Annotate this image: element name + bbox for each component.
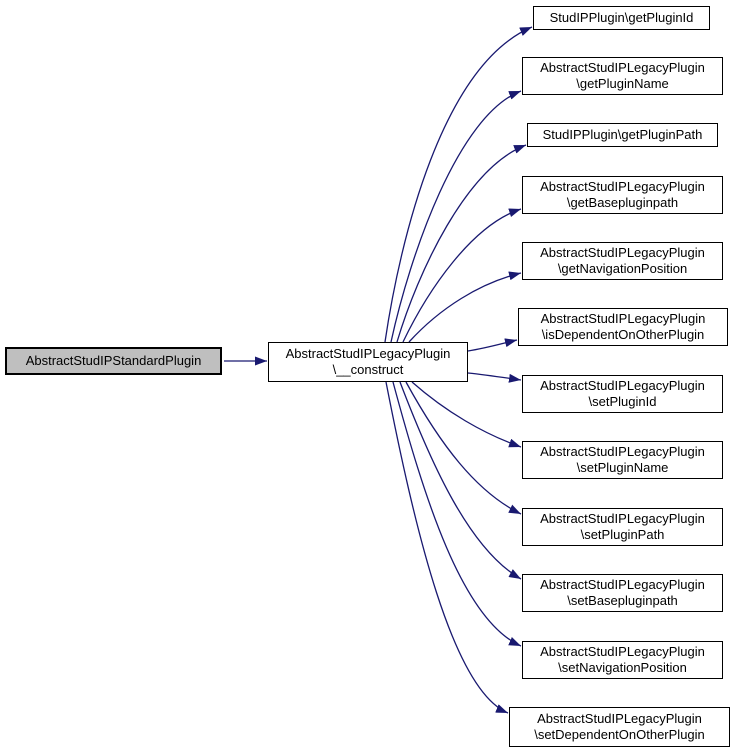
node-setbasepluginpath[interactable]: AbstractStudIPLegacyPlugin \setBaseplugi… bbox=[522, 574, 723, 612]
edge-to-getpluginid bbox=[384, 26, 533, 343]
edge-to-setdependentonotherplugin bbox=[385, 381, 509, 714]
node-getnavigationposition[interactable]: AbstractStudIPLegacyPlugin \getNavigatio… bbox=[522, 242, 723, 280]
edge-to-setbasepluginpath bbox=[399, 381, 522, 580]
node-abstract-studip-standard-plugin[interactable]: AbstractStudIPStandardPlugin bbox=[5, 347, 222, 375]
node-setpluginpath[interactable]: AbstractStudIPLegacyPlugin \setPluginPat… bbox=[522, 508, 723, 546]
node-setpluginid[interactable]: AbstractStudIPLegacyPlugin \setPluginId bbox=[522, 375, 723, 413]
edge-to-setnavigationposition bbox=[392, 381, 522, 647]
edge-to-setpluginid bbox=[467, 372, 522, 383]
edge-to-setpluginpath bbox=[405, 381, 522, 515]
node-getpluginpath[interactable]: StudIPPlugin\getPluginPath bbox=[527, 123, 718, 147]
edge-to-getbasepluginpath bbox=[402, 208, 522, 343]
node-getpluginname[interactable]: AbstractStudIPLegacyPlugin \getPluginNam… bbox=[522, 57, 723, 95]
edge-to-setpluginname bbox=[411, 381, 522, 448]
node-setnavigationposition[interactable]: AbstractStudIPLegacyPlugin \setNavigatio… bbox=[522, 641, 723, 679]
node-setpluginname[interactable]: AbstractStudIPLegacyPlugin \setPluginNam… bbox=[522, 441, 723, 479]
node-isdependentonotherplugin[interactable]: AbstractStudIPLegacyPlugin \isDependentO… bbox=[518, 308, 728, 346]
node-getbasepluginpath[interactable]: AbstractStudIPLegacyPlugin \getBaseplugi… bbox=[522, 176, 723, 214]
node-setdependentonotherplugin[interactable]: AbstractStudIPLegacyPlugin \setDependent… bbox=[509, 707, 730, 747]
edge-to-getpluginname bbox=[390, 90, 522, 343]
node-getpluginid[interactable]: StudIPPlugin\getPluginId bbox=[533, 6, 710, 30]
node-construct[interactable]: AbstractStudIPLegacyPlugin \__construct bbox=[268, 342, 468, 382]
edge-to-getnavigationposition bbox=[408, 271, 522, 343]
edge-to-isdependentonotherplugin bbox=[467, 338, 518, 352]
edge-to-getpluginpath bbox=[396, 144, 527, 343]
